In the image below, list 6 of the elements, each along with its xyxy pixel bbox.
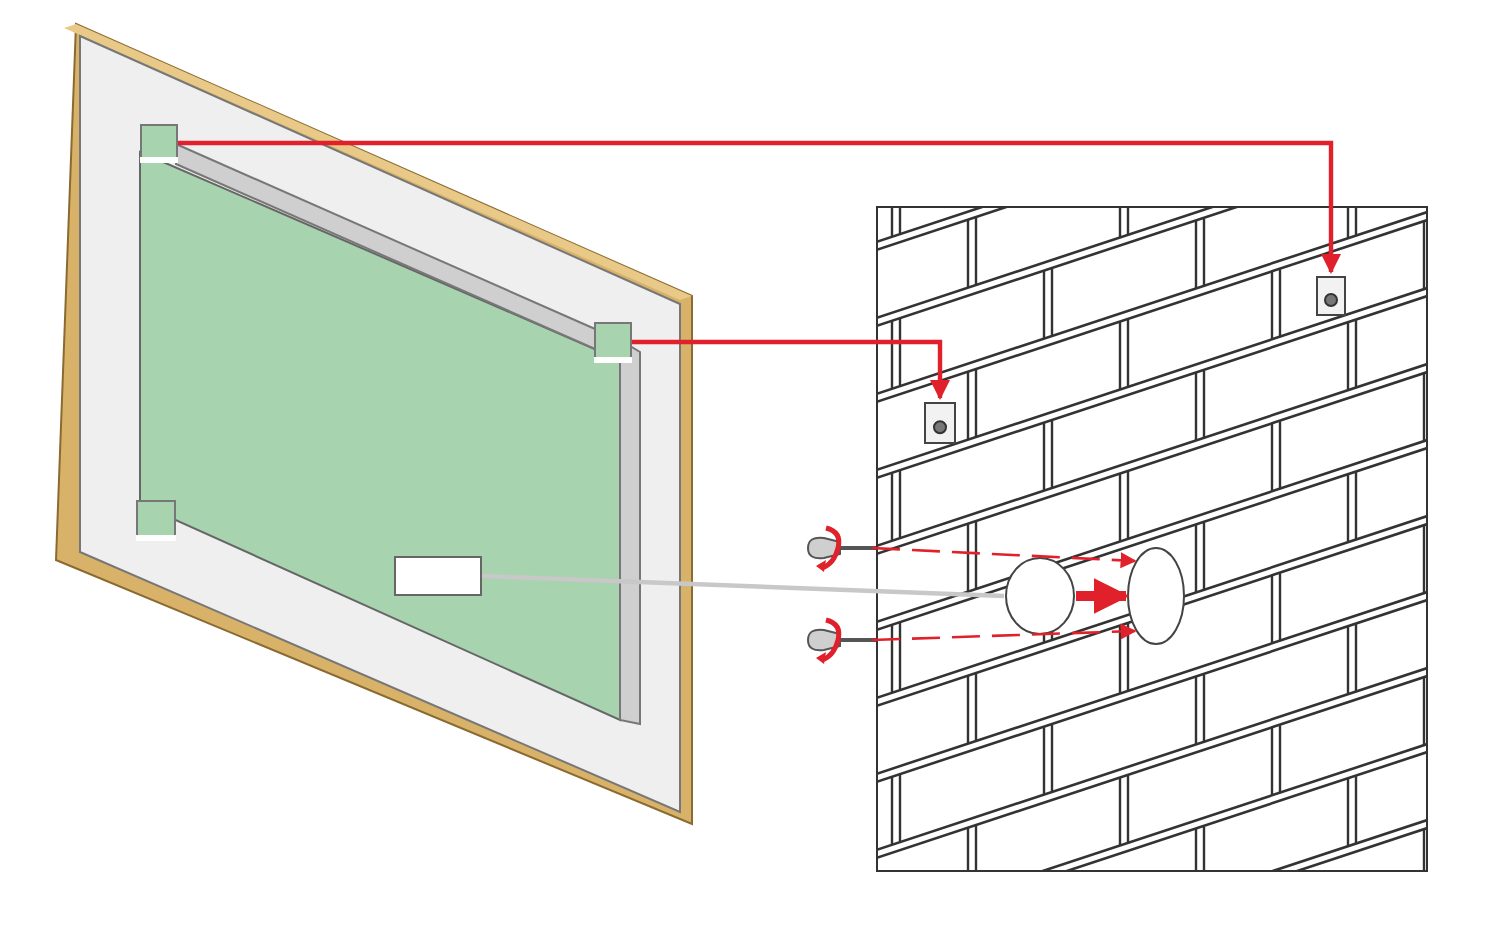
arrow — [871, 546, 1137, 569]
arrow — [871, 623, 1137, 642]
cable — [481, 573, 1005, 599]
arrow — [1076, 578, 1130, 614]
arrow — [632, 339, 950, 400]
arrow — [178, 140, 1341, 274]
